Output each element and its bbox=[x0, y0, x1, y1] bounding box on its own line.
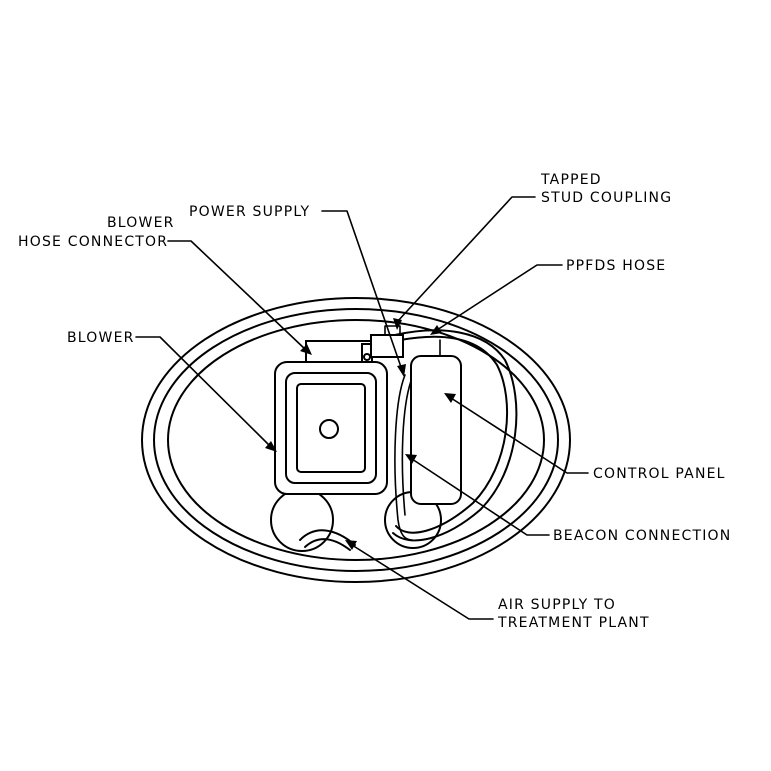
blower-unit bbox=[274, 361, 388, 495]
arrow-blower bbox=[265, 441, 277, 452]
arrow-ppfds bbox=[430, 325, 442, 335]
blower-hose-connector bbox=[305, 340, 373, 364]
label-tapped-line1: TAPPED bbox=[540, 172, 602, 188]
label-air-supply-line1: AIR SUPPLY TO bbox=[498, 597, 616, 613]
arrow-beacon bbox=[405, 454, 417, 464]
leader-beacon bbox=[411, 458, 550, 536]
arrow-tapped-stud bbox=[393, 318, 402, 330]
leader-blower bbox=[135, 336, 272, 448]
label-air-supply-line2: TREATMENT PLANT bbox=[497, 615, 650, 631]
leader-tapped-stud bbox=[396, 196, 536, 323]
ppfds-hose-loop bbox=[392, 329, 518, 542]
enclosure-rim bbox=[141, 297, 571, 583]
beacon-cable-2 bbox=[401, 377, 413, 516]
label-control-panel: CONTROL PANEL bbox=[593, 466, 726, 482]
arrow-air-supply bbox=[345, 540, 357, 550]
hoses-and-cables bbox=[392, 329, 518, 542]
blower-base bbox=[270, 488, 442, 552]
leader-lines bbox=[135, 196, 589, 620]
arrow-power-supply bbox=[397, 364, 406, 377]
blower-center-port bbox=[319, 419, 339, 439]
outer-rim bbox=[141, 297, 571, 583]
label-tapped-line2: STUD COUPLING bbox=[541, 190, 672, 206]
left-base-lobe bbox=[270, 488, 334, 552]
arrow-control-panel bbox=[444, 393, 456, 403]
leader-control-panel bbox=[450, 397, 589, 474]
control-panel-unit bbox=[410, 355, 462, 505]
label-blower-hose-line1: BLOWER bbox=[107, 215, 175, 231]
stud-coupling-body bbox=[370, 334, 404, 358]
middle-rim bbox=[153, 308, 559, 572]
tapped-stud-coupling bbox=[370, 325, 404, 358]
label-beacon-connection: BEACON CONNECTION bbox=[553, 528, 731, 544]
stud-coupling-top bbox=[384, 325, 401, 336]
label-ppfds-hose: PPFDS HOSE bbox=[566, 258, 666, 274]
ppfds-hose-loop-inner bbox=[395, 335, 509, 534]
hose-connector-bolt bbox=[363, 353, 371, 361]
leader-air-supply bbox=[351, 544, 494, 620]
arrow-blower-hose bbox=[300, 344, 312, 355]
inner-rim bbox=[167, 319, 545, 561]
label-blower-hose-line2: HOSE CONNECTOR bbox=[18, 234, 168, 250]
labels: TAPPED STUD COUPLING POWER SUPPLY BLOWER… bbox=[18, 172, 731, 631]
label-power-supply: POWER SUPPLY bbox=[189, 204, 310, 220]
leader-ppfds bbox=[436, 264, 563, 331]
leader-blower-hose bbox=[167, 240, 307, 351]
label-blower: BLOWER bbox=[67, 330, 135, 346]
control-panel-box bbox=[410, 355, 462, 505]
leader-power-supply bbox=[321, 210, 403, 371]
beacon-cable bbox=[394, 374, 413, 541]
air-supply-line-2 bbox=[304, 538, 351, 551]
